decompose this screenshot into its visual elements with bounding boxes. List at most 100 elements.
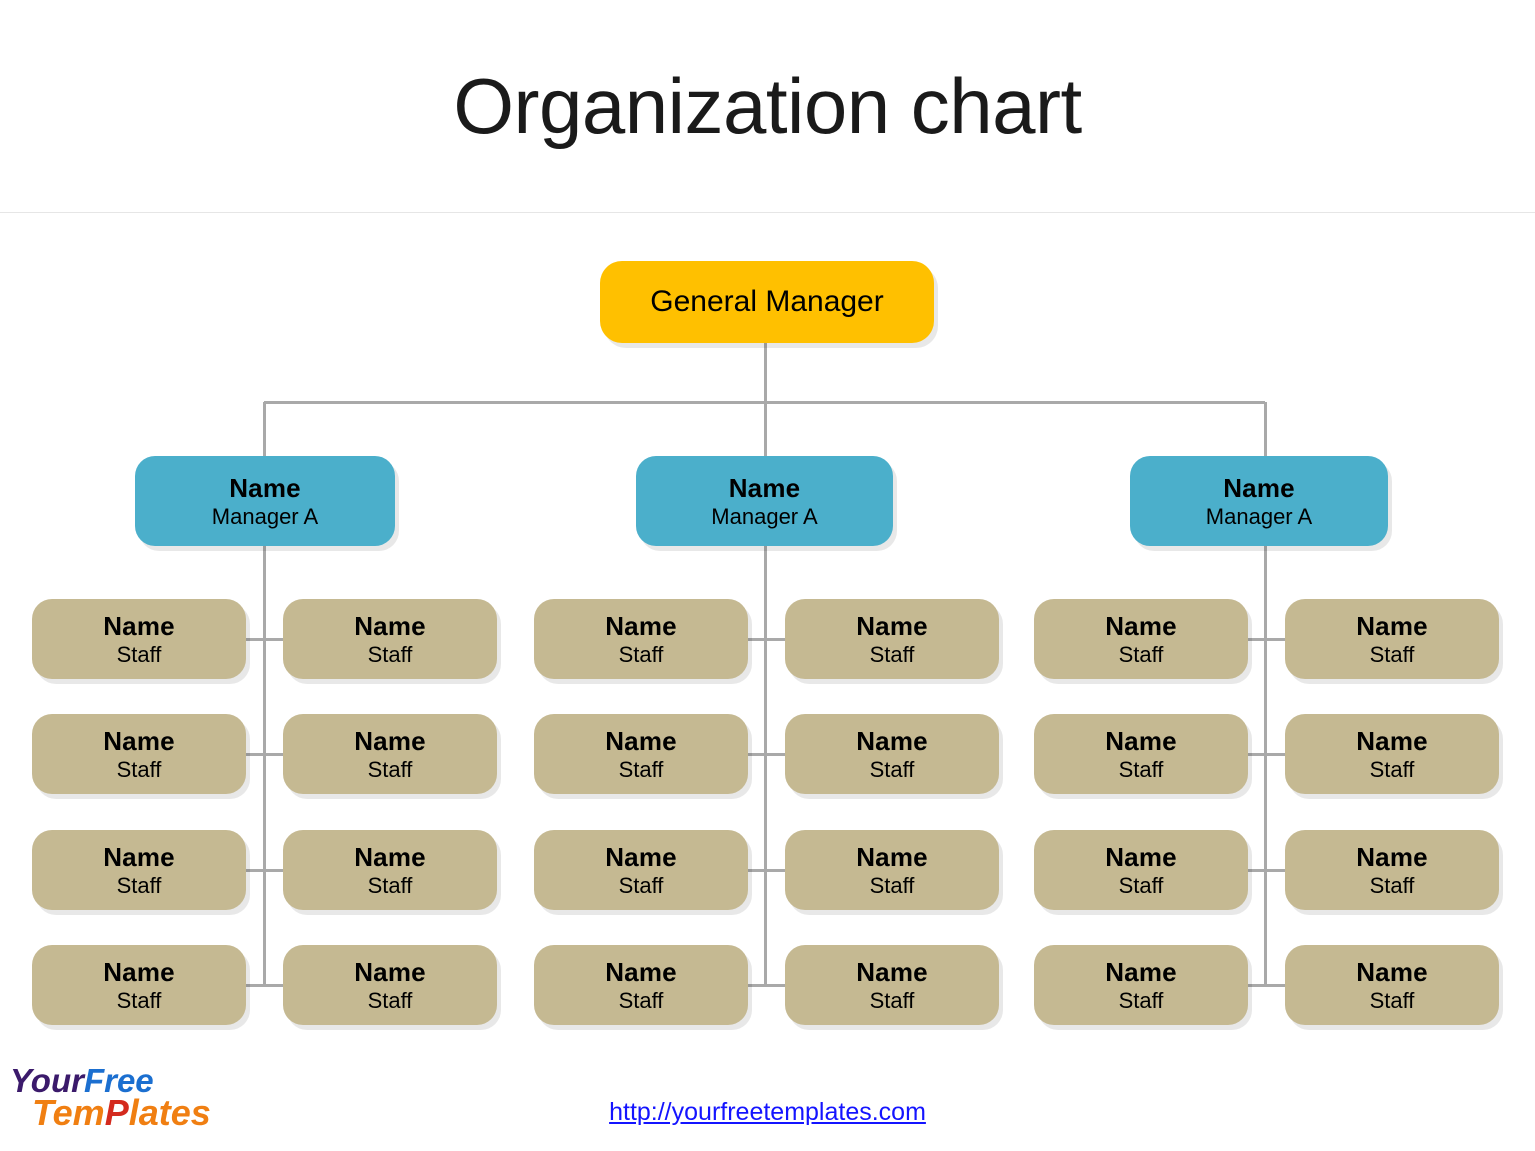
staff-role: Staff (1118, 987, 1164, 1013)
manager-name: Name (1223, 472, 1295, 503)
staff-name: Name (103, 956, 175, 987)
connector-staff-right-1-4 (264, 984, 283, 987)
connector-staff-left-1-1 (246, 638, 264, 641)
footer-link[interactable]: http://yourfreetemplates.com (0, 1098, 1535, 1127)
connector-staff-left-3-1 (1248, 638, 1265, 641)
staff-role: Staff (1118, 756, 1164, 782)
logo-line-1: YourFree (10, 1063, 154, 1099)
staff-role: Staff (618, 872, 664, 898)
connector-staff-left-1-2 (246, 753, 264, 756)
staff-role: Staff (1118, 641, 1164, 667)
staff-name: Name (605, 956, 677, 987)
staff-name: Name (1105, 725, 1177, 756)
staff-role: Staff (367, 641, 413, 667)
staff-role: Staff (869, 756, 915, 782)
header-divider (0, 212, 1535, 213)
general-manager-title: General Manager (650, 285, 884, 318)
manager-name: Name (728, 472, 801, 503)
staff-role: Staff (1369, 756, 1415, 782)
connector-staff-left-2-4 (748, 984, 765, 987)
staff-role: Staff (618, 641, 664, 667)
connector-staff-left-2-2 (748, 753, 765, 756)
connector-manager-bus (264, 401, 1265, 404)
staff-role: Staff (116, 641, 162, 667)
logo-text-p: P (104, 1092, 129, 1133)
staff-name: Name (354, 841, 426, 872)
connector-staff-left-2-3 (748, 869, 765, 872)
connector-manager-spine-1 (263, 546, 266, 985)
staff-role: Staff (367, 872, 413, 898)
staff-role: Staff (1369, 641, 1415, 667)
connector-gm-stem (764, 343, 767, 402)
manager-name: Name (229, 472, 301, 503)
staff-name: Name (856, 725, 928, 756)
staff-role: Staff (1118, 872, 1164, 898)
connector-staff-right-2-2 (765, 753, 785, 756)
connector-bus-to-manager-1 (263, 402, 266, 456)
logo-text-lates: lates (128, 1092, 211, 1133)
connector-staff-left-2-1 (748, 638, 765, 641)
connector-manager-spine-2 (764, 546, 767, 985)
connector-staff-right-2-4 (765, 984, 785, 987)
staff-role: Staff (869, 987, 915, 1013)
connector-staff-right-1-3 (264, 869, 283, 872)
staff-name: Name (856, 841, 928, 872)
connector-manager-spine-3 (1264, 546, 1267, 985)
staff-role: Staff (367, 756, 413, 782)
staff-name: Name (1105, 610, 1177, 641)
staff-role: Staff (116, 872, 162, 898)
page-title: Organization chart (0, 58, 1535, 154)
staff-name: Name (103, 841, 175, 872)
connector-staff-left-1-3 (246, 869, 264, 872)
staff-name: Name (1356, 725, 1428, 756)
manager-role: Manager A (211, 503, 319, 529)
connector-staff-right-3-1 (1265, 638, 1285, 641)
staff-name: Name (605, 841, 677, 872)
node-general-manager[interactable]: General Manager (600, 261, 934, 343)
footer-url-link[interactable]: http://yourfreetemplates.com (609, 1098, 926, 1126)
connector-staff-left-3-4 (1248, 984, 1265, 987)
staff-role: Staff (367, 987, 413, 1013)
manager-role: Manager A (711, 503, 818, 529)
logo-line-2: TemPlates (32, 1093, 211, 1133)
staff-name: Name (103, 725, 175, 756)
staff-name: Name (1105, 956, 1177, 987)
logo-text-your: Your (10, 1062, 84, 1099)
staff-name: Name (856, 956, 928, 987)
page-title-text: Organization chart (453, 62, 1082, 150)
staff-name: Name (856, 610, 928, 641)
staff-role: Staff (618, 756, 664, 782)
staff-role: Staff (869, 872, 915, 898)
connector-staff-right-3-4 (1265, 984, 1285, 987)
staff-role: Staff (1369, 987, 1415, 1013)
logo-text-free: Free (83, 1062, 154, 1099)
